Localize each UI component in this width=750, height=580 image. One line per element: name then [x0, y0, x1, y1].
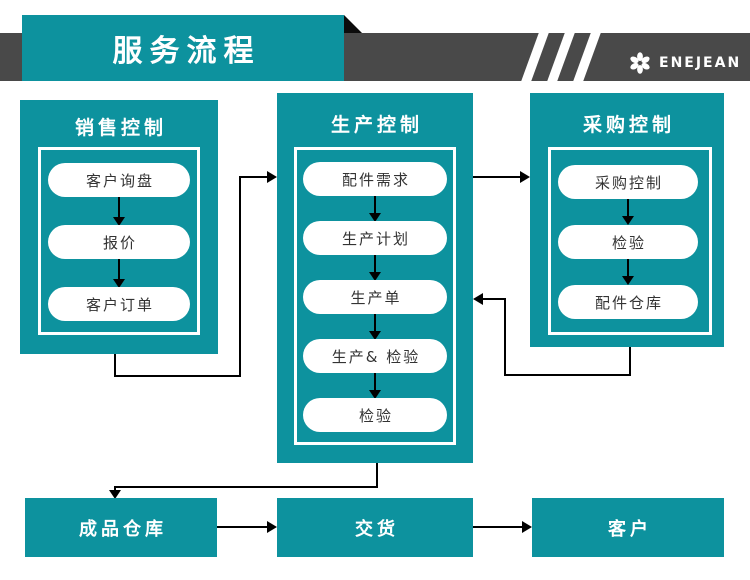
step-quotation: 报价 — [48, 225, 190, 259]
flower-pinwheel-icon — [628, 51, 652, 75]
step-inspection: 检验 — [303, 398, 447, 432]
step-production-order: 生产单 — [303, 280, 447, 314]
arrow-line — [627, 259, 629, 277]
stripe — [570, 33, 604, 81]
arrow-down-icon — [369, 390, 381, 399]
connector-warehouse-to-delivery — [217, 526, 267, 528]
connector-purchase-to-production — [483, 298, 506, 300]
brand-name: ENEJEAN — [659, 55, 742, 71]
step-customer-order: 客户订单 — [48, 287, 190, 321]
connector-sales-to-production — [241, 176, 267, 178]
step-parts-warehouse: 配件仓库 — [558, 285, 698, 319]
box-delivery: 交货 — [277, 498, 473, 557]
connector-production-to-warehouse — [376, 463, 378, 488]
arrow-line — [374, 373, 376, 391]
stripe — [544, 33, 578, 81]
arrow-line — [374, 196, 376, 214]
arrow-line — [374, 314, 376, 332]
connector-production-to-warehouse — [114, 486, 378, 488]
arrow-line — [118, 197, 120, 218]
decorative-stripes — [520, 33, 624, 81]
step-production-plan: 生产计划 — [303, 221, 447, 255]
arrow-left-icon — [473, 293, 483, 305]
step-production-and-inspection: 生产& 检验 — [303, 339, 447, 373]
box-customer: 客户 — [532, 498, 724, 557]
connector-production-to-warehouse — [114, 486, 116, 491]
connector-sales-to-production — [239, 176, 241, 377]
arrow-line — [118, 259, 120, 280]
connector-production-to-purchase — [473, 176, 520, 178]
connector-purchase-to-production — [629, 347, 631, 376]
connector-delivery-to-customer — [473, 526, 522, 528]
stripe — [520, 33, 552, 81]
connector-purchase-to-production — [504, 374, 631, 376]
step-customer-inquiry: 客户询盘 — [48, 163, 190, 197]
arrow-down-icon — [622, 216, 634, 225]
step-purchase-control: 采购控制 — [558, 165, 698, 199]
step-inspection-purchase: 检验 — [558, 225, 698, 259]
arrow-right-icon — [520, 171, 530, 183]
arrow-down-icon — [369, 213, 381, 222]
arrow-down-icon — [369, 272, 381, 281]
brand-logo: ENEJEAN — [628, 49, 741, 77]
arrow-right-icon — [267, 521, 277, 533]
arrow-line — [627, 199, 629, 217]
panel-inner-frame — [548, 147, 712, 335]
box-finished-goods-warehouse: 成品仓库 — [25, 498, 217, 557]
panel-title: 生产控制 — [330, 114, 423, 136]
arrow-down-icon — [109, 490, 121, 499]
connector-sales-to-production — [114, 375, 241, 377]
arrow-right-icon — [267, 171, 277, 183]
step-parts-demand: 配件需求 — [303, 162, 447, 196]
page-title: 服务流程 — [112, 34, 261, 69]
connector-sales-to-production — [114, 354, 116, 377]
arrow-down-icon — [622, 276, 634, 285]
panel-inner-frame — [294, 147, 456, 445]
panel-inner-frame — [38, 147, 200, 335]
connector-purchase-to-production — [504, 299, 506, 376]
panel-title: 销售控制 — [74, 117, 167, 139]
page-title-banner: 服务流程 — [22, 15, 344, 81]
arrow-line — [374, 255, 376, 273]
banner-corner-shadow — [344, 15, 362, 33]
panel-title: 采购控制 — [582, 114, 675, 136]
arrow-down-icon — [113, 217, 125, 226]
arrow-right-icon — [522, 521, 532, 533]
arrow-down-icon — [113, 279, 125, 288]
arrow-down-icon — [369, 331, 381, 340]
